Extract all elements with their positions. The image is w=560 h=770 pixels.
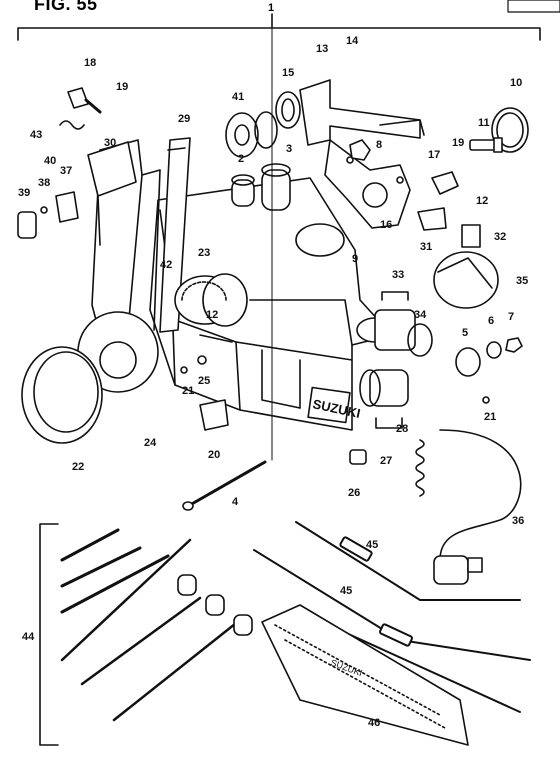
part-number-label: 10	[510, 77, 522, 89]
screw-21a	[180, 366, 188, 374]
bracket-20	[199, 399, 229, 431]
kit-items-44	[60, 528, 253, 722]
part-number-label: 6	[488, 315, 494, 327]
bracket-31	[417, 207, 447, 231]
nut-7	[505, 337, 523, 353]
part-number-label: 38	[38, 177, 50, 189]
decorative-plate	[261, 604, 469, 746]
part-number-label: 4	[232, 496, 239, 508]
part-number-label: 24	[144, 437, 157, 449]
screw-25	[197, 355, 207, 365]
bolt-11	[469, 137, 503, 153]
part-number-label: 22	[72, 461, 84, 473]
retaining-ring	[491, 107, 529, 153]
part-number-label: 27	[380, 455, 392, 467]
part-number-label: 35	[516, 275, 528, 287]
part-37	[55, 191, 79, 223]
connector-27	[359, 369, 409, 429]
nut	[349, 139, 371, 161]
screw-21b	[482, 396, 490, 404]
part-number-label: 31	[420, 241, 432, 253]
spring-coil	[415, 439, 425, 497]
collar-2	[231, 174, 255, 207]
part-number-label: 14	[346, 35, 359, 47]
gear-assembly	[174, 273, 248, 327]
part-number-label: 45	[366, 539, 378, 551]
part-number-label: 15	[282, 67, 294, 79]
part-number-label: 29	[178, 113, 190, 125]
part-number-label: 32	[494, 231, 506, 243]
lever-cover	[21, 346, 103, 444]
part-number-label: 40	[44, 155, 56, 167]
part-number-label: 21	[182, 385, 194, 397]
part-number-label: 9	[352, 253, 358, 265]
part-number-label: 18	[84, 57, 96, 69]
bracket-44	[39, 523, 59, 746]
part-number-label: 46	[368, 717, 380, 729]
part-number-label: 12	[476, 195, 488, 207]
part-number-label: 5	[462, 327, 468, 339]
knob-18	[67, 87, 102, 114]
block-17	[431, 171, 459, 195]
part-number-label: 34	[414, 309, 427, 321]
part-number-label: 45	[340, 585, 352, 597]
figure-title: FIG. 55	[34, 0, 98, 14]
collar-3	[261, 163, 291, 211]
part-number-label: 21	[484, 411, 496, 423]
part-number-label: 39	[18, 187, 30, 199]
connector-33	[356, 291, 433, 357]
part-number-label: 43	[30, 129, 42, 141]
part-number-label: 13	[316, 43, 328, 55]
part-number-label: 44	[22, 631, 35, 643]
part-number-label: 33	[392, 269, 404, 281]
part-number-label: 19	[452, 137, 464, 149]
long-bolt-4	[182, 460, 267, 511]
assembly-number-label: 1	[268, 2, 274, 14]
spring-43	[59, 120, 85, 130]
cable-plug	[433, 555, 483, 585]
block-26	[349, 449, 367, 465]
washer-5	[455, 347, 481, 377]
part-number-label: 42	[160, 259, 172, 271]
part-number-label: 41	[232, 91, 244, 103]
part-number-label: 11	[478, 117, 490, 129]
washer-ring	[254, 111, 278, 149]
o-ring	[275, 91, 301, 129]
part-number-label: 16	[380, 219, 392, 231]
part-number-label: 3	[286, 143, 292, 155]
handle-grip	[87, 141, 137, 246]
friction-disc	[295, 223, 345, 257]
bearing-ring	[225, 112, 259, 158]
part-number-label: 2	[238, 153, 244, 165]
part-number-label: 30	[104, 137, 116, 149]
part-number-label: 17	[428, 149, 440, 161]
part-number-label: 19	[116, 81, 128, 93]
part-number-label: 12	[206, 309, 218, 321]
washer-6	[486, 341, 502, 359]
cable-36	[439, 429, 522, 561]
part-number-label: 28	[396, 423, 408, 435]
part-38	[40, 206, 48, 214]
switch-32	[461, 224, 481, 248]
part-number-label: 8	[376, 139, 382, 151]
cam-plate	[324, 139, 411, 229]
part-number-label: 25	[198, 375, 210, 387]
part-number-label: 23	[198, 247, 210, 259]
part-number-label: 37	[60, 165, 72, 177]
assembly-bracket	[17, 27, 541, 41]
part-39	[17, 211, 37, 239]
part-number-label: 20	[208, 449, 220, 461]
part-number-label: 36	[512, 515, 524, 527]
cover-35	[433, 251, 499, 309]
throttle-arm	[299, 79, 425, 146]
neutral-lock-rod	[159, 137, 191, 333]
part-number-label: 7	[508, 311, 514, 323]
part-number-label: 26	[348, 487, 360, 499]
